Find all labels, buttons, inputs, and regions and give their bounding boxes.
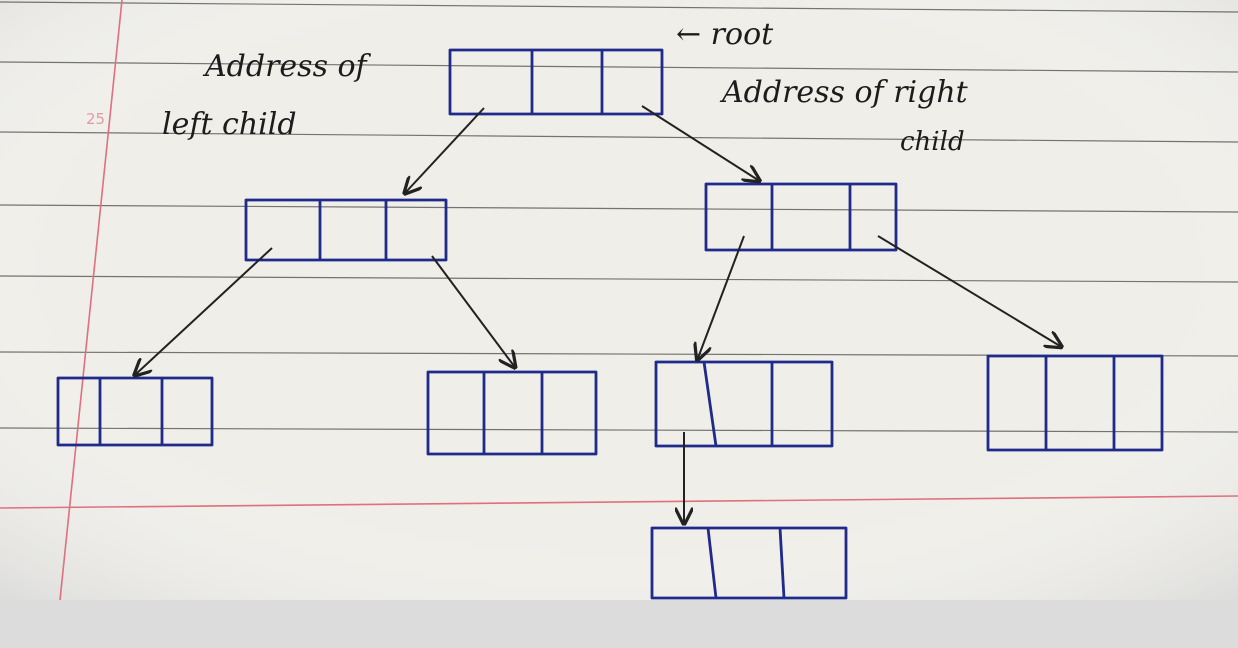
left-right-node <box>426 370 598 456</box>
tree-edges <box>136 105 1060 522</box>
edge-right-rightleft <box>698 235 745 358</box>
edge-left-leftright <box>431 255 514 366</box>
right-child-label-line1: Address of right <box>719 75 969 110</box>
root-node <box>448 48 664 116</box>
margin-lines <box>0 0 1238 601</box>
root-label: ← root <box>676 17 774 52</box>
left-child-label-line2: left child <box>162 107 297 142</box>
left-child-label-line1: Address of <box>202 49 372 84</box>
left-node <box>244 198 448 262</box>
edge-root-right <box>641 105 758 180</box>
edge-left-leftleft <box>136 247 273 374</box>
right-node <box>704 182 898 252</box>
right-right-node <box>986 354 1164 452</box>
edge-root-left <box>406 107 485 192</box>
right-left-left-node <box>650 526 848 600</box>
page-number: 25 <box>86 110 105 128</box>
page-shadow <box>0 600 1238 648</box>
right-child-label-line2: child <box>900 127 965 157</box>
right-left-node <box>654 360 834 448</box>
edge-right-rightright <box>877 235 1060 346</box>
